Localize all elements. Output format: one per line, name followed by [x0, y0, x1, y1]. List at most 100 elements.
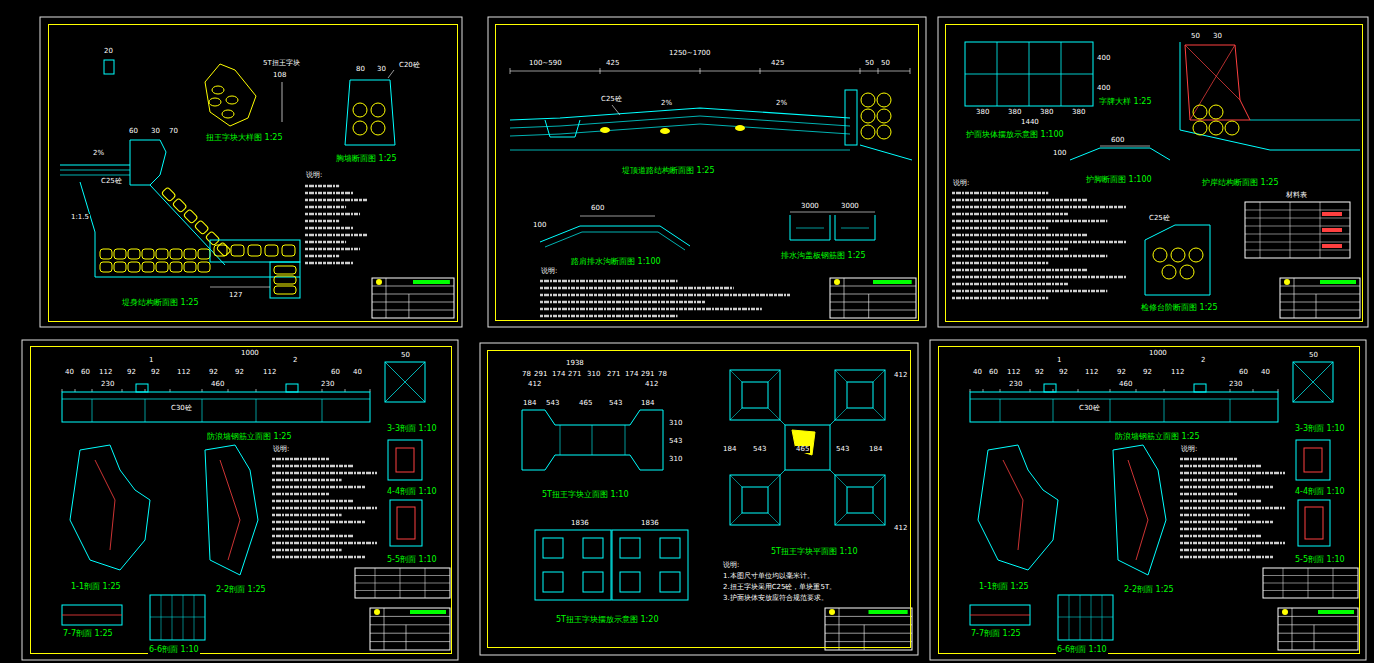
- sheet-title: 堤身结构断面图 1:25: [121, 299, 200, 307]
- hatch: [1080, 595, 1081, 640]
- armour-block: [100, 262, 112, 272]
- table-rule: [1263, 575, 1358, 576]
- notes-text-line: [1180, 472, 1285, 475]
- dimension-text: C25砼: [100, 178, 123, 185]
- view-title: 5T扭王字块摆放示意图 1:20: [555, 616, 659, 624]
- dimension-text: 3000: [840, 203, 860, 210]
- dimension-text: 2: [292, 357, 298, 364]
- dimension-text: 78: [657, 371, 668, 378]
- title-block-rule: [830, 310, 916, 311]
- joint-line: [1053, 399, 1054, 422]
- dimension-text: 说明:: [1180, 446, 1198, 453]
- dimension-text: 60: [988, 369, 999, 376]
- drawing-sheet: 堤身结构断面图 1:25: [48, 24, 458, 322]
- notes-text-line: [952, 192, 1048, 195]
- dimension-text: C20砼: [398, 62, 421, 69]
- notes-text-line: [1180, 493, 1238, 496]
- notes-text-line: [272, 556, 365, 559]
- table-rule: [1245, 218, 1350, 219]
- toe-outline: [95, 232, 300, 277]
- view-title: 4-4剖面 1:10: [1294, 488, 1346, 496]
- block-arm: [730, 475, 780, 525]
- block-arm-face: [847, 382, 873, 408]
- armour-block: [274, 266, 296, 274]
- hatch: [1185, 45, 1240, 100]
- title-block-rule: [370, 633, 450, 634]
- block-arm: [730, 370, 780, 420]
- notes-text-line: [305, 227, 353, 230]
- notes-text-line: [540, 301, 706, 304]
- dimension-line: [790, 212, 875, 213]
- block-leg: [222, 110, 234, 118]
- notes-text-line: [305, 213, 360, 216]
- dimension-text: 400: [1096, 85, 1111, 92]
- armour-block: [205, 231, 220, 246]
- title-block-rule: [1278, 633, 1358, 634]
- notes-text-line: [540, 315, 678, 318]
- armour-block: [877, 125, 891, 139]
- dimension-text: 412: [893, 525, 908, 532]
- table-rule: [1320, 202, 1321, 258]
- grid-line: [965, 74, 1093, 75]
- dimension-text: C25砼: [600, 96, 623, 103]
- dimension-text: 60: [1238, 369, 1249, 376]
- dimension-text: 380: [975, 109, 990, 116]
- notes-text-line: [952, 213, 1068, 216]
- table-rule: [1263, 583, 1358, 584]
- table-rule: [1308, 568, 1309, 598]
- dimension-text: 92: [234, 369, 245, 376]
- bevel-line: [730, 475, 742, 487]
- joint-line: [1110, 399, 1111, 422]
- table-rule: [1290, 202, 1291, 258]
- dimension-text: 1: [1056, 357, 1062, 364]
- notes-text-line: [272, 549, 342, 552]
- sheet3-drawing: [952, 42, 1360, 318]
- drawing-sheet: 防浪墙钢筋立面图 1:25: [30, 346, 452, 654]
- notes-text-line: [952, 234, 1088, 237]
- dimension-tick: [878, 68, 879, 74]
- table-rule: [1245, 210, 1350, 211]
- hatch: [183, 595, 184, 640]
- block-arm: [835, 370, 885, 420]
- armour-block: [877, 109, 891, 123]
- dimension-text: 425: [605, 60, 620, 67]
- notes-text-line: [952, 283, 1068, 286]
- ditch-section: [540, 226, 690, 246]
- armour-block: [371, 103, 385, 117]
- notes-text-line: [952, 255, 1107, 258]
- armour-block: [353, 121, 367, 135]
- dimension-text: 50: [1308, 352, 1319, 359]
- dimension-line: [580, 216, 655, 217]
- rebar-line: [95, 460, 115, 550]
- notes-text-line: [1180, 535, 1261, 538]
- armour-block: [214, 245, 227, 256]
- rebar-table: [1263, 568, 1358, 598]
- notes-text-line: [1180, 556, 1273, 559]
- title-block-rule: [1280, 286, 1360, 287]
- sheet2-drawing: [510, 68, 916, 318]
- title-block-rule: [868, 294, 869, 318]
- title-block-rule: [370, 616, 450, 617]
- wall-sheet-drawing: [970, 362, 1358, 650]
- armour-block: [114, 262, 126, 272]
- table-rule: [400, 568, 401, 598]
- notes-text-line: [305, 199, 367, 202]
- dimension-text: 3000: [800, 203, 820, 210]
- title-block-rule: [839, 608, 840, 650]
- post: [286, 384, 298, 392]
- block-face: [660, 572, 680, 592]
- notes-text-line: [272, 514, 342, 517]
- berm: [210, 240, 300, 262]
- road-surface: [510, 108, 850, 120]
- section-6-6: [150, 595, 205, 640]
- dimension-text: 1836: [570, 520, 590, 527]
- block-leg: [212, 86, 224, 94]
- dimension-text: 2: [1200, 357, 1206, 364]
- notes-text-line: [1180, 479, 1250, 482]
- armour-block: [353, 103, 367, 117]
- notes-text-line: [272, 528, 330, 531]
- title-block-rule: [825, 624, 912, 625]
- notes-text-line: [272, 521, 365, 524]
- road-base: [510, 150, 850, 151]
- dimension-text: 1836: [640, 520, 660, 527]
